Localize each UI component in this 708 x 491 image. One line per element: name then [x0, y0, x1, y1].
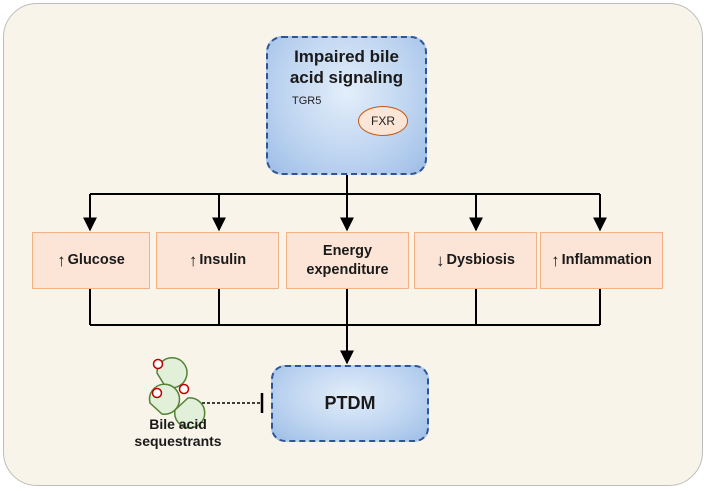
title-line-2: acid signaling — [289, 68, 404, 87]
impaired-signaling-title: Impaired bile acid signaling — [268, 46, 425, 88]
impaired-signaling-box: Impaired bile acid signaling TGR5 FXR — [266, 36, 427, 175]
effect-inflammation: ↑ Inflammation — [540, 232, 663, 289]
increase-arrow-icon: ↑ — [188, 251, 198, 270]
effect-glucose: ↑ Glucose — [32, 232, 150, 289]
sequestrant-icon-right — [173, 383, 206, 429]
sequestrant-icon-left — [148, 383, 181, 415]
effect-label-line-2: expenditure — [306, 261, 389, 278]
fxr-label: FXR — [371, 114, 395, 128]
effect-dysbiosis: ↓ Dysbiosis — [414, 232, 537, 289]
fxr-receptor: FXR — [358, 106, 408, 136]
effect-insulin: ↑ Insulin — [156, 232, 279, 289]
increase-arrow-icon: ↑ — [551, 251, 560, 270]
effect-label: Inflammation — [561, 252, 652, 268]
title-line-1: Impaired bile — [294, 47, 399, 66]
sequestrant-icon-top — [152, 357, 188, 389]
ptdm-box: PTDM — [271, 365, 429, 442]
sequestrants-label-line-1: Bile acid — [149, 416, 207, 432]
effect-label: Dysbiosis — [446, 252, 516, 268]
decrease-arrow-icon: ↓ — [436, 251, 445, 270]
sequestrants-label: Bile acid sequestrants — [118, 416, 238, 450]
effect-label-line-1: Energy — [322, 242, 373, 259]
effect-energy-expenditure: Energy expenditure — [286, 232, 409, 289]
effect-label: Glucose — [67, 252, 125, 268]
ptdm-label: PTDM — [324, 393, 376, 413]
effect-label: Insulin — [199, 252, 247, 268]
sequestrants-label-line-2: sequestrants — [134, 433, 222, 449]
increase-arrow-icon: ↑ — [57, 251, 66, 270]
tgr5-label: TGR5 — [292, 95, 322, 107]
